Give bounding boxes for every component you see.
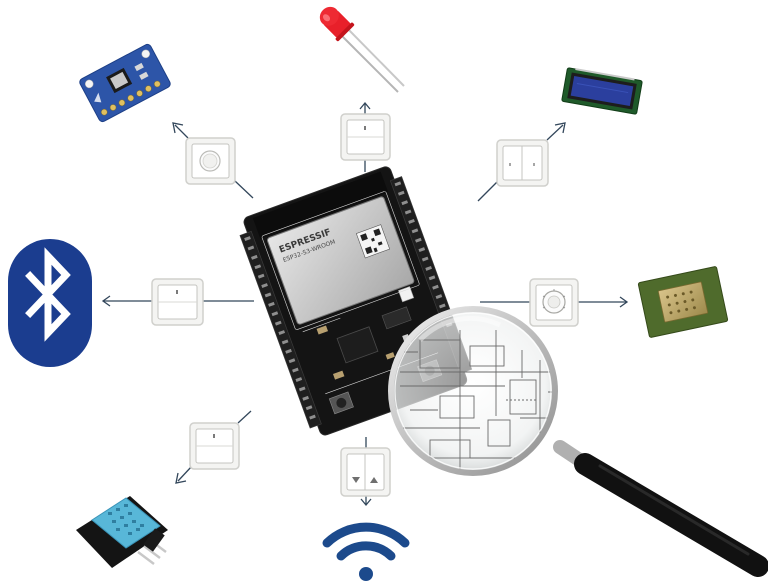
connector-top-left: [234, 180, 254, 199]
led-icon: [319, 6, 405, 93]
arrow-bottom-left: [175, 472, 187, 484]
dht11-sensor-icon: [76, 496, 168, 568]
switch-left[interactable]: [151, 278, 204, 326]
wifi-logo-icon: [322, 522, 410, 581]
arrow-top-right: [554, 122, 566, 134]
qr-code: [355, 224, 391, 259]
connector-lines: [101, 101, 629, 507]
cpu-chip-icon: [637, 266, 729, 338]
connector-bottom-left: [237, 410, 252, 424]
down-triangle-icon: [352, 477, 360, 483]
up-triangle-icon: [370, 477, 378, 483]
bluetooth-logo-icon: [8, 239, 92, 367]
magnifying-glass-icon: [388, 306, 768, 577]
arrow-top-left: [172, 122, 184, 134]
bme280-sensor-board-icon: [79, 43, 171, 123]
rgb-led: [398, 286, 415, 303]
arrow-down-wifi: [360, 498, 372, 507]
arrow-right-cpu: [619, 296, 629, 308]
switch-bottom-updown[interactable]: [340, 447, 391, 497]
connector-top-right: [477, 181, 498, 202]
voltage-regulator: [381, 306, 412, 330]
switch-right-dimmer[interactable]: [529, 278, 579, 327]
switch-bottom-left[interactable]: [189, 422, 240, 470]
switch-top[interactable]: [340, 113, 391, 161]
usb-uart-chip: [336, 326, 379, 364]
arrow-left-bluetooth: [101, 295, 111, 307]
lcd-display-icon: [561, 67, 643, 115]
switch-top-right-double[interactable]: [496, 139, 549, 187]
arrow-up-led: [359, 101, 371, 110]
switch-top-left-pushbutton[interactable]: [185, 137, 236, 185]
